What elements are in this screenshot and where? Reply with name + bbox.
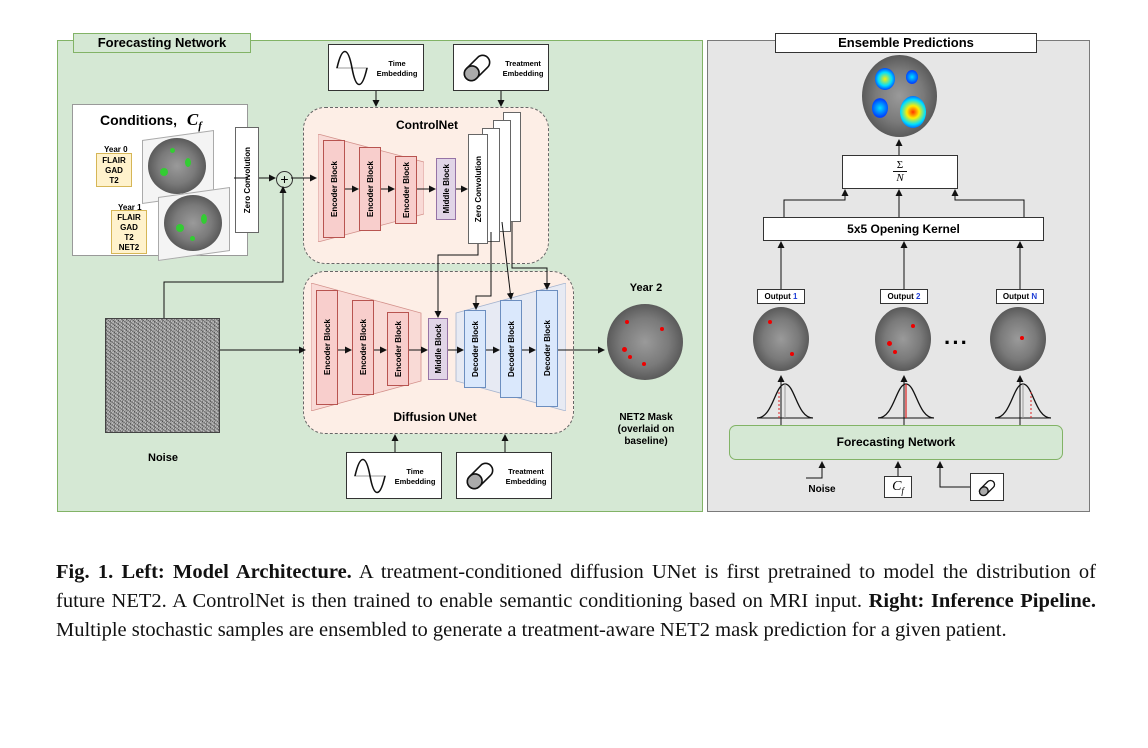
year0-label: Year 0 — [104, 145, 128, 154]
distribution-curve-2 — [877, 383, 935, 419]
unet-middle-block: Middle Block — [428, 318, 448, 380]
lesion-mark — [190, 236, 195, 241]
controlnet-encoder-block-1: Encoder Block — [323, 140, 345, 238]
unet-decoder-block-1: Decoder Block — [464, 310, 486, 388]
noise-label: Noise — [148, 452, 178, 464]
lesion-mark — [893, 350, 897, 354]
lesion-mark — [887, 341, 892, 346]
figure-label: Fig. 1. — [56, 561, 114, 583]
treatment-input-box — [970, 473, 1004, 501]
controlnet-encoder-block-2: Encoder Block — [359, 147, 381, 231]
pill-icon — [978, 479, 996, 497]
heatmap-blob — [900, 96, 926, 128]
ensemble-predictions-title: Ensemble Predictions — [775, 33, 1037, 53]
caption-right-text: Multiple stochastic samples are ensemble… — [56, 619, 1007, 641]
output-2-image — [875, 307, 931, 371]
output-year-label: Year 2 — [629, 282, 663, 294]
lesion-mark — [185, 158, 191, 167]
output-1-label: Output 1 — [757, 289, 805, 304]
year1-label: Year 1 — [118, 203, 142, 212]
controlnet-title: ControlNet — [396, 118, 458, 132]
lesion-mark — [160, 168, 168, 176]
distribution-curve-n — [994, 383, 1052, 419]
noise-image — [105, 318, 220, 433]
lesion-mark — [768, 320, 772, 324]
pill-icon — [463, 54, 491, 82]
average-operator: Σ N — [842, 155, 958, 189]
lesion-mark — [642, 362, 646, 366]
treatment-embedding-bottom: Treatment Embedding — [456, 452, 552, 499]
controlnet-encoder-block-3: Encoder Block — [395, 156, 417, 224]
distribution-curve-1 — [756, 383, 814, 419]
output-n-label: Output N — [996, 289, 1044, 304]
lesion-mark — [625, 320, 629, 324]
ensemble-heatmap-image — [862, 55, 937, 137]
diffusion-unet-title: Diffusion UNet — [393, 410, 477, 424]
unet-encoder-block-2: Encoder Block — [352, 300, 374, 395]
cf-input-box: Cf — [884, 476, 912, 498]
lesion-mark — [176, 224, 184, 232]
treatment-embedding-top: Treatment Embedding — [453, 44, 549, 91]
net2-output-image — [607, 304, 683, 380]
opening-kernel-box: 5x5 Opening Kernel — [763, 217, 1044, 241]
controlnet-zero-convolution: Zero Convolution — [468, 134, 488, 244]
sine-wave-icon — [336, 50, 368, 86]
caption-left-text: A treatment-conditioned diffusion UNet i… — [56, 561, 1096, 612]
lesion-mark — [170, 148, 175, 153]
output-2-label: Output 2 — [880, 289, 928, 304]
time-embedding-bottom: Time Embedding — [346, 452, 442, 499]
lesion-mark — [622, 347, 627, 352]
caption-left-heading: Left: Model Architecture. — [121, 561, 352, 583]
lesion-mark — [911, 324, 915, 328]
lesion-mark — [790, 352, 794, 356]
forecasting-network-box: Forecasting Network — [729, 425, 1063, 460]
noise-label-right: Noise — [808, 484, 836, 495]
unet-decoder-block-2: Decoder Block — [500, 300, 522, 398]
lesion-mark — [201, 214, 207, 224]
output-1-image — [753, 307, 809, 371]
heatmap-blob — [906, 70, 918, 84]
unet-encoder-block-3: Encoder Block — [387, 312, 409, 386]
unet-decoder-block-3: Decoder Block — [536, 290, 558, 407]
year0-mri-image — [148, 138, 206, 194]
year1-modalities: FLAIR GAD T2 NET2 — [111, 210, 147, 254]
heatmap-blob — [875, 68, 895, 90]
lesion-mark — [628, 355, 632, 359]
year1-mri-image — [164, 195, 222, 251]
output-n-image — [990, 307, 1046, 371]
forecasting-network-title: Forecasting Network — [73, 33, 251, 53]
time-embedding-top: Time Embedding — [328, 44, 424, 91]
net2-mask-label: NET2 Mask (overlaid on baseline) — [617, 412, 675, 447]
conditions-title: Conditions, Cf — [100, 110, 202, 132]
figure-caption: Fig. 1. Left: Model Architecture. A trea… — [56, 558, 1096, 645]
lesion-mark — [660, 327, 664, 331]
caption-right-heading: Right: Inference Pipeline. — [868, 590, 1096, 612]
sine-wave-icon — [354, 458, 386, 494]
pill-icon — [466, 462, 494, 490]
year0-modalities: FLAIR GAD T2 — [96, 153, 132, 187]
ellipsis: ··· — [944, 330, 969, 355]
heatmap-blob — [872, 98, 888, 118]
controlnet-middle-block: Middle Block — [436, 158, 456, 220]
lesion-mark — [1020, 336, 1024, 340]
zero-convolution-input: Zero Convolution — [235, 127, 259, 233]
unet-encoder-block-1: Encoder Block — [316, 290, 338, 405]
